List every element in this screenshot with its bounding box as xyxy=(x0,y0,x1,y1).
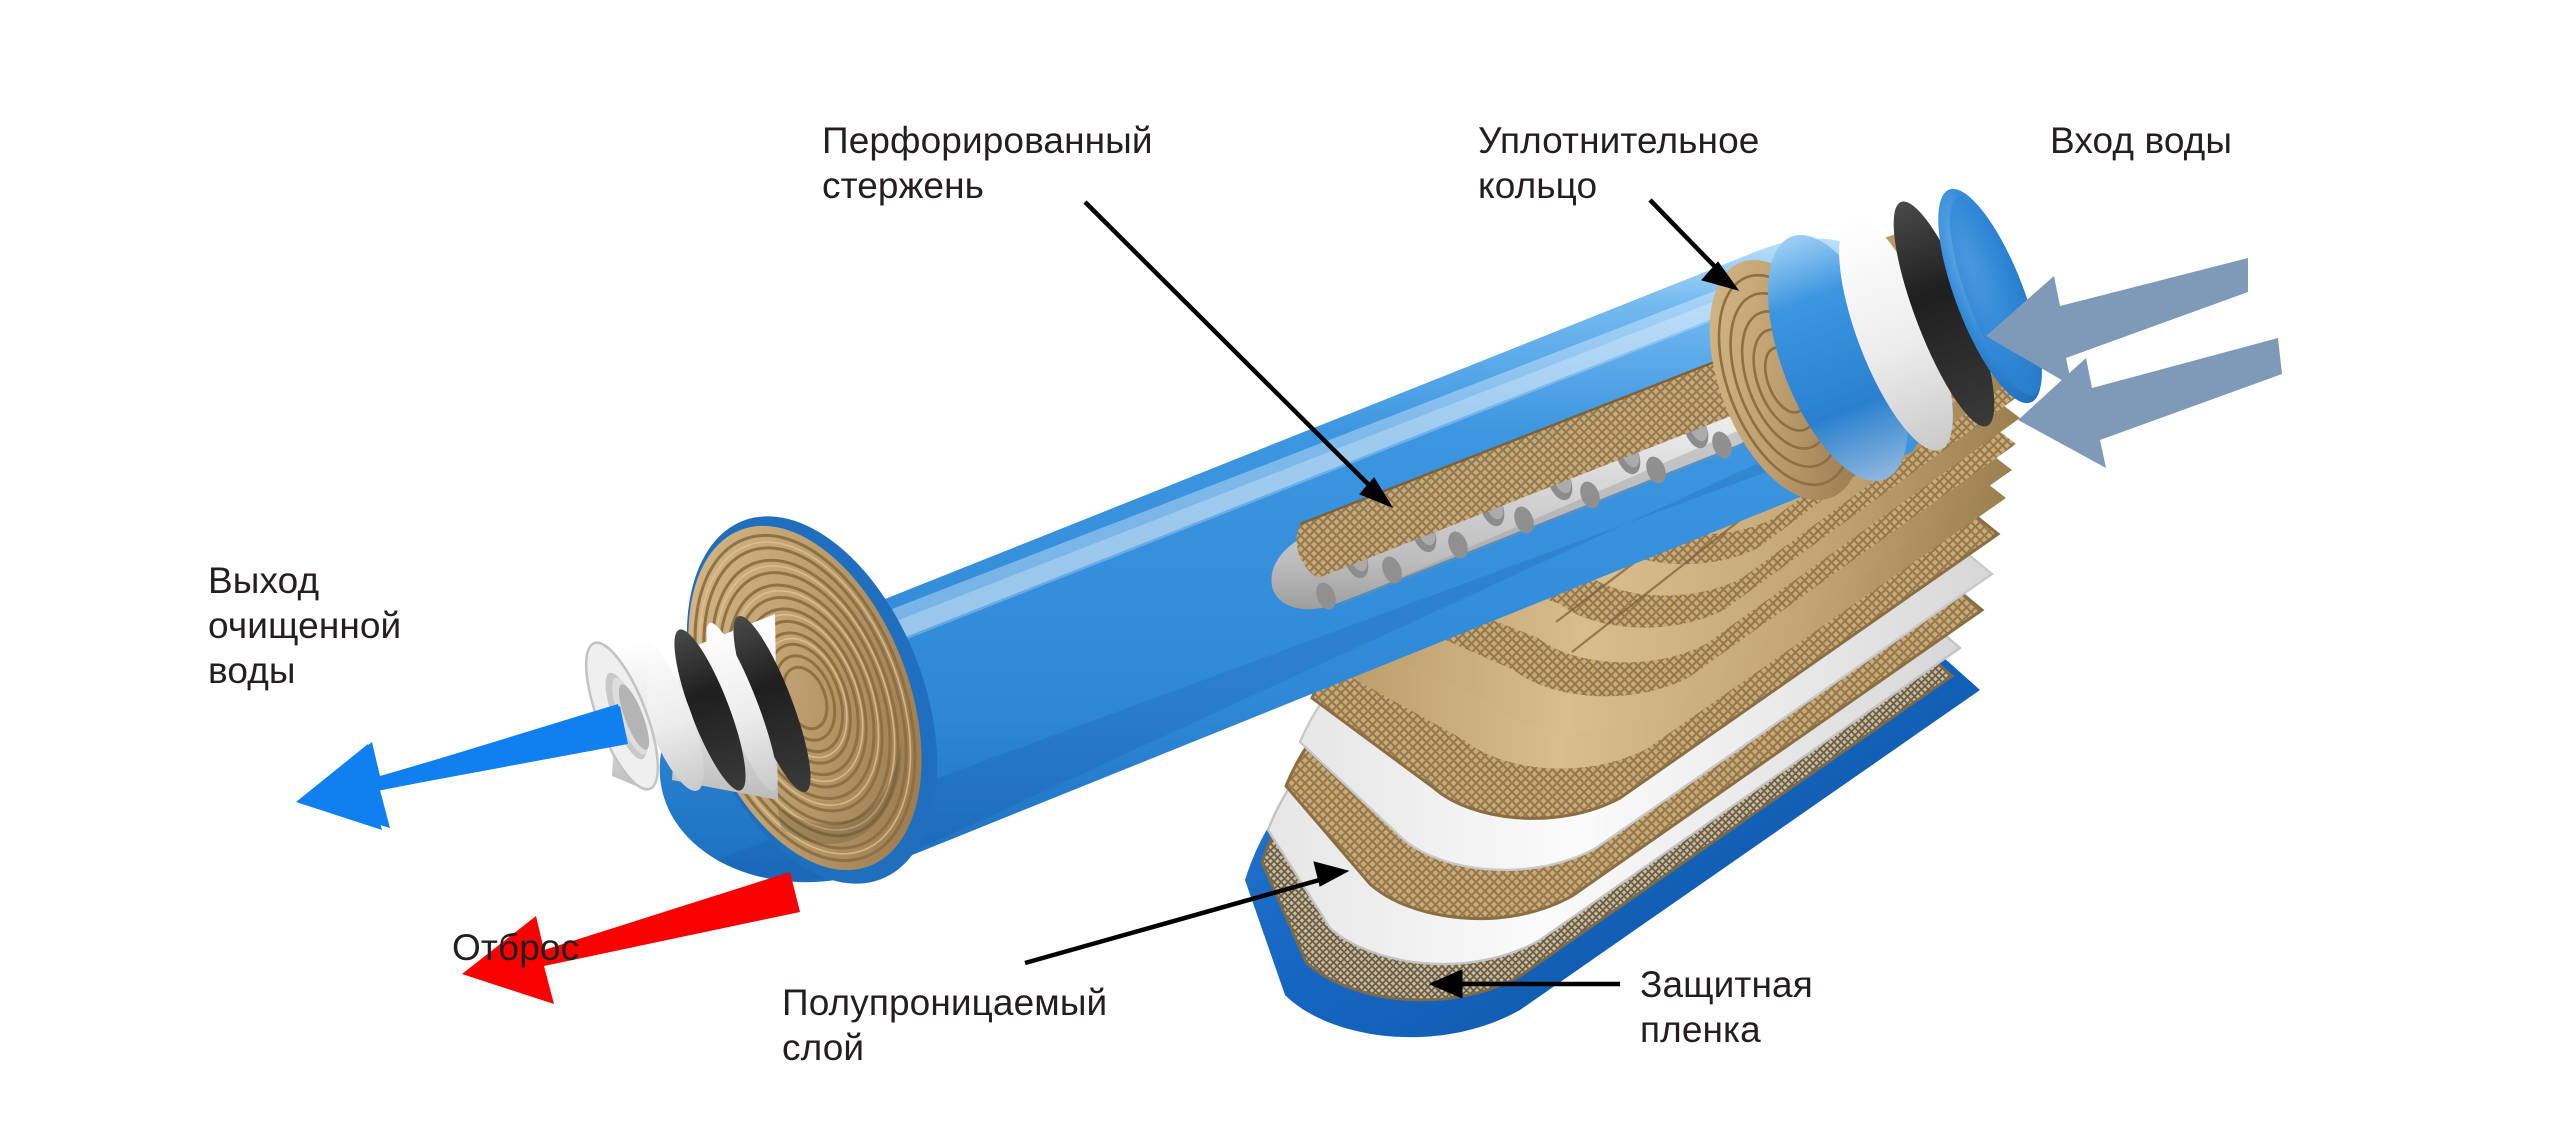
label-semipermeable-layer: Полупроницаемый слой xyxy=(782,982,1108,1069)
permeate-arrow xyxy=(296,704,628,830)
leader-perforated-core-arrowhead xyxy=(1359,477,1394,509)
leader-lines xyxy=(1024,198,1740,999)
leader-sealing-ring xyxy=(1648,198,1726,278)
label-water-inlet: Вход воды xyxy=(2050,120,2233,161)
label-protective-film: Защитная пленка xyxy=(1640,964,1813,1051)
leader-semipermeable xyxy=(1024,874,1331,966)
reject-arrow xyxy=(462,872,800,1004)
label-sealing-ring: Уплотнительное кольцо xyxy=(1478,120,1760,207)
label-clean-water-outlet: Выход очищенной воды xyxy=(208,560,402,692)
leader-protective-film-arrowhead xyxy=(1428,969,1463,999)
label-perforated-core: Перфорированный стержень xyxy=(822,120,1153,207)
leader-sealing-ring-arrowhead xyxy=(1701,261,1740,291)
core-perforations-lower xyxy=(1316,431,1732,610)
leader-semipermeable-arrowhead xyxy=(1313,861,1350,887)
leader-perforated-core xyxy=(1083,200,1384,500)
inlet-arrow-upper xyxy=(1986,258,2248,386)
inlet-arrow-lower xyxy=(2018,338,2282,468)
label-reject: Отброс xyxy=(452,927,580,968)
